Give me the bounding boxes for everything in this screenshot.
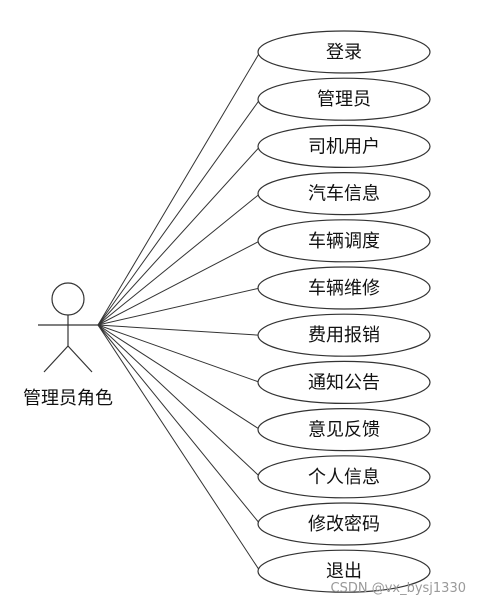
- use-case: 退出: [257, 549, 431, 593]
- use-case-label: 司机用户: [308, 136, 380, 157]
- association-lines: [97, 51, 261, 572]
- use-case-label: 车辆调度: [308, 231, 380, 252]
- association-line: [97, 324, 261, 525]
- use-case-ellipse: [257, 219, 431, 263]
- use-case-ellipse: [257, 124, 431, 168]
- use-case: 车辆维修: [257, 266, 431, 310]
- actor-left-leg: [43, 345, 69, 373]
- use-case-list: 登录管理员司机用户汽车信息车辆调度车辆维修费用报销通知公告意见反馈个人信息修改密…: [257, 30, 431, 593]
- association-line: [97, 240, 261, 326]
- use-case: 司机用户: [257, 124, 431, 168]
- use-case-label: 汽车信息: [308, 184, 380, 205]
- use-case-label: 登录: [326, 42, 362, 63]
- use-case: 车辆调度: [257, 219, 431, 263]
- association-line: [97, 324, 261, 478]
- use-case-label: 修改密码: [308, 514, 380, 535]
- use-case-ellipse: [257, 455, 431, 499]
- use-case-label: 费用报销: [308, 325, 380, 346]
- use-case: 汽车信息: [257, 172, 431, 216]
- association-line: [97, 324, 261, 431]
- use-case-label: 管理员: [317, 89, 371, 110]
- use-case-ellipse: [257, 313, 431, 357]
- association-line: [97, 324, 261, 336]
- use-case-ellipse: [257, 266, 431, 310]
- use-case: 管理员: [257, 77, 431, 121]
- use-case-label: 车辆维修: [308, 278, 380, 299]
- association-line: [97, 146, 261, 326]
- use-case-ellipse: [257, 360, 431, 404]
- actor-right-leg: [67, 345, 93, 373]
- actor-head: [51, 282, 85, 316]
- use-case-ellipse: [257, 502, 431, 546]
- use-case: 修改密码: [257, 502, 431, 546]
- watermark: CSDN @vx_bysj1330: [331, 581, 467, 596]
- actor-figure: 管理员角色: [23, 282, 113, 409]
- use-case-ellipse: [257, 172, 431, 216]
- use-case-label: 通知公告: [308, 372, 380, 393]
- use-case: 登录: [257, 30, 431, 74]
- use-case-ellipse: [257, 30, 431, 74]
- use-case-ellipse: [257, 549, 431, 593]
- actor-label: 管理员角色: [23, 388, 113, 409]
- association-line: [97, 324, 261, 572]
- use-case-label: 意见反馈: [308, 420, 380, 441]
- association-line: [97, 193, 261, 326]
- association-line: [97, 324, 261, 383]
- use-case: 通知公告: [257, 360, 431, 404]
- association-line: [97, 51, 261, 326]
- use-case: 意见反馈: [257, 408, 431, 452]
- association-line: [97, 287, 261, 326]
- use-case: 个人信息: [257, 455, 431, 499]
- use-case: 费用报销: [257, 313, 431, 357]
- use-case-label: 退出: [326, 561, 362, 582]
- association-line: [97, 98, 261, 326]
- use-case-ellipse: [257, 408, 431, 452]
- use-case-ellipse: [257, 77, 431, 121]
- use-case-label: 个人信息: [308, 467, 380, 488]
